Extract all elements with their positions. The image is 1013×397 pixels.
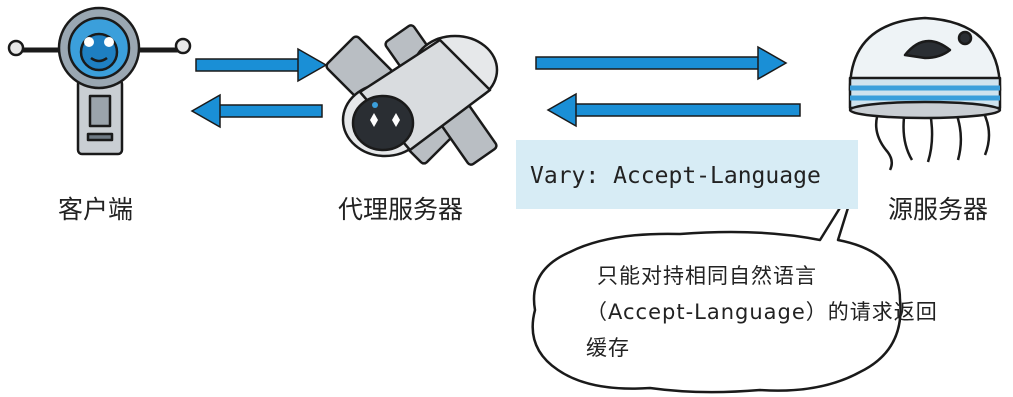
origin-jellyfish-icon <box>848 16 1002 171</box>
proxy-label: 代理服务器 <box>338 195 464 224</box>
proxy-satellite-icon <box>325 24 499 166</box>
arrow-client-to-proxy <box>195 47 328 83</box>
origin-label: 源服务器 <box>888 195 989 224</box>
bubble-text-line3: 缓存 <box>586 336 630 360</box>
speech-bubble <box>531 180 902 394</box>
arrow-origin-to-proxy <box>546 92 801 128</box>
arrow-proxy-to-client <box>190 93 323 129</box>
client-label: 客户端 <box>58 195 134 224</box>
bubble-text-line1: 只能对持相同自然语言 <box>597 264 817 288</box>
vary-header-box <box>516 140 858 209</box>
bubble-text-line2: （Accept-Language）的请求返回 <box>586 300 938 324</box>
vary-header-text: Vary: Accept-Language <box>530 163 821 189</box>
arrow-proxy-to-origin <box>535 45 788 81</box>
client-robot-icon <box>7 6 192 156</box>
